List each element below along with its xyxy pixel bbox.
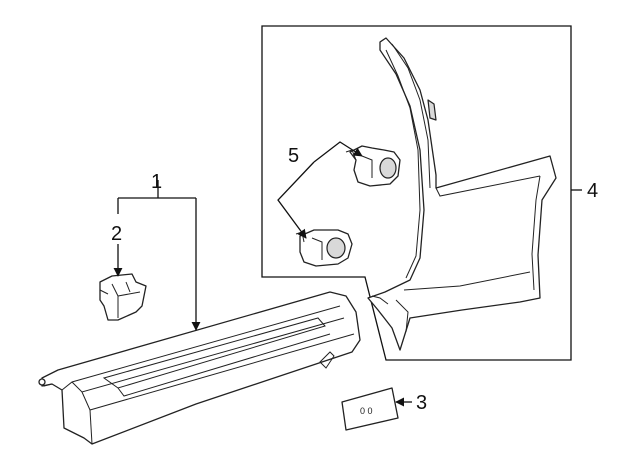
sill-plate-part-1 [38, 291, 361, 445]
callout-1: 1 [151, 171, 162, 193]
leader-lines [113, 141, 582, 407]
label-plate-text: 0 0 [360, 406, 373, 416]
callout-3: 3 [416, 392, 427, 414]
label-plate-part-3: 0 0 [341, 387, 399, 431]
pillar-trim-part-4 [367, 37, 557, 351]
callout-2: 2 [111, 223, 122, 245]
callout-4: 4 [587, 180, 598, 202]
clip-part-2 [99, 273, 147, 321]
callout-5: 5 [288, 145, 299, 167]
